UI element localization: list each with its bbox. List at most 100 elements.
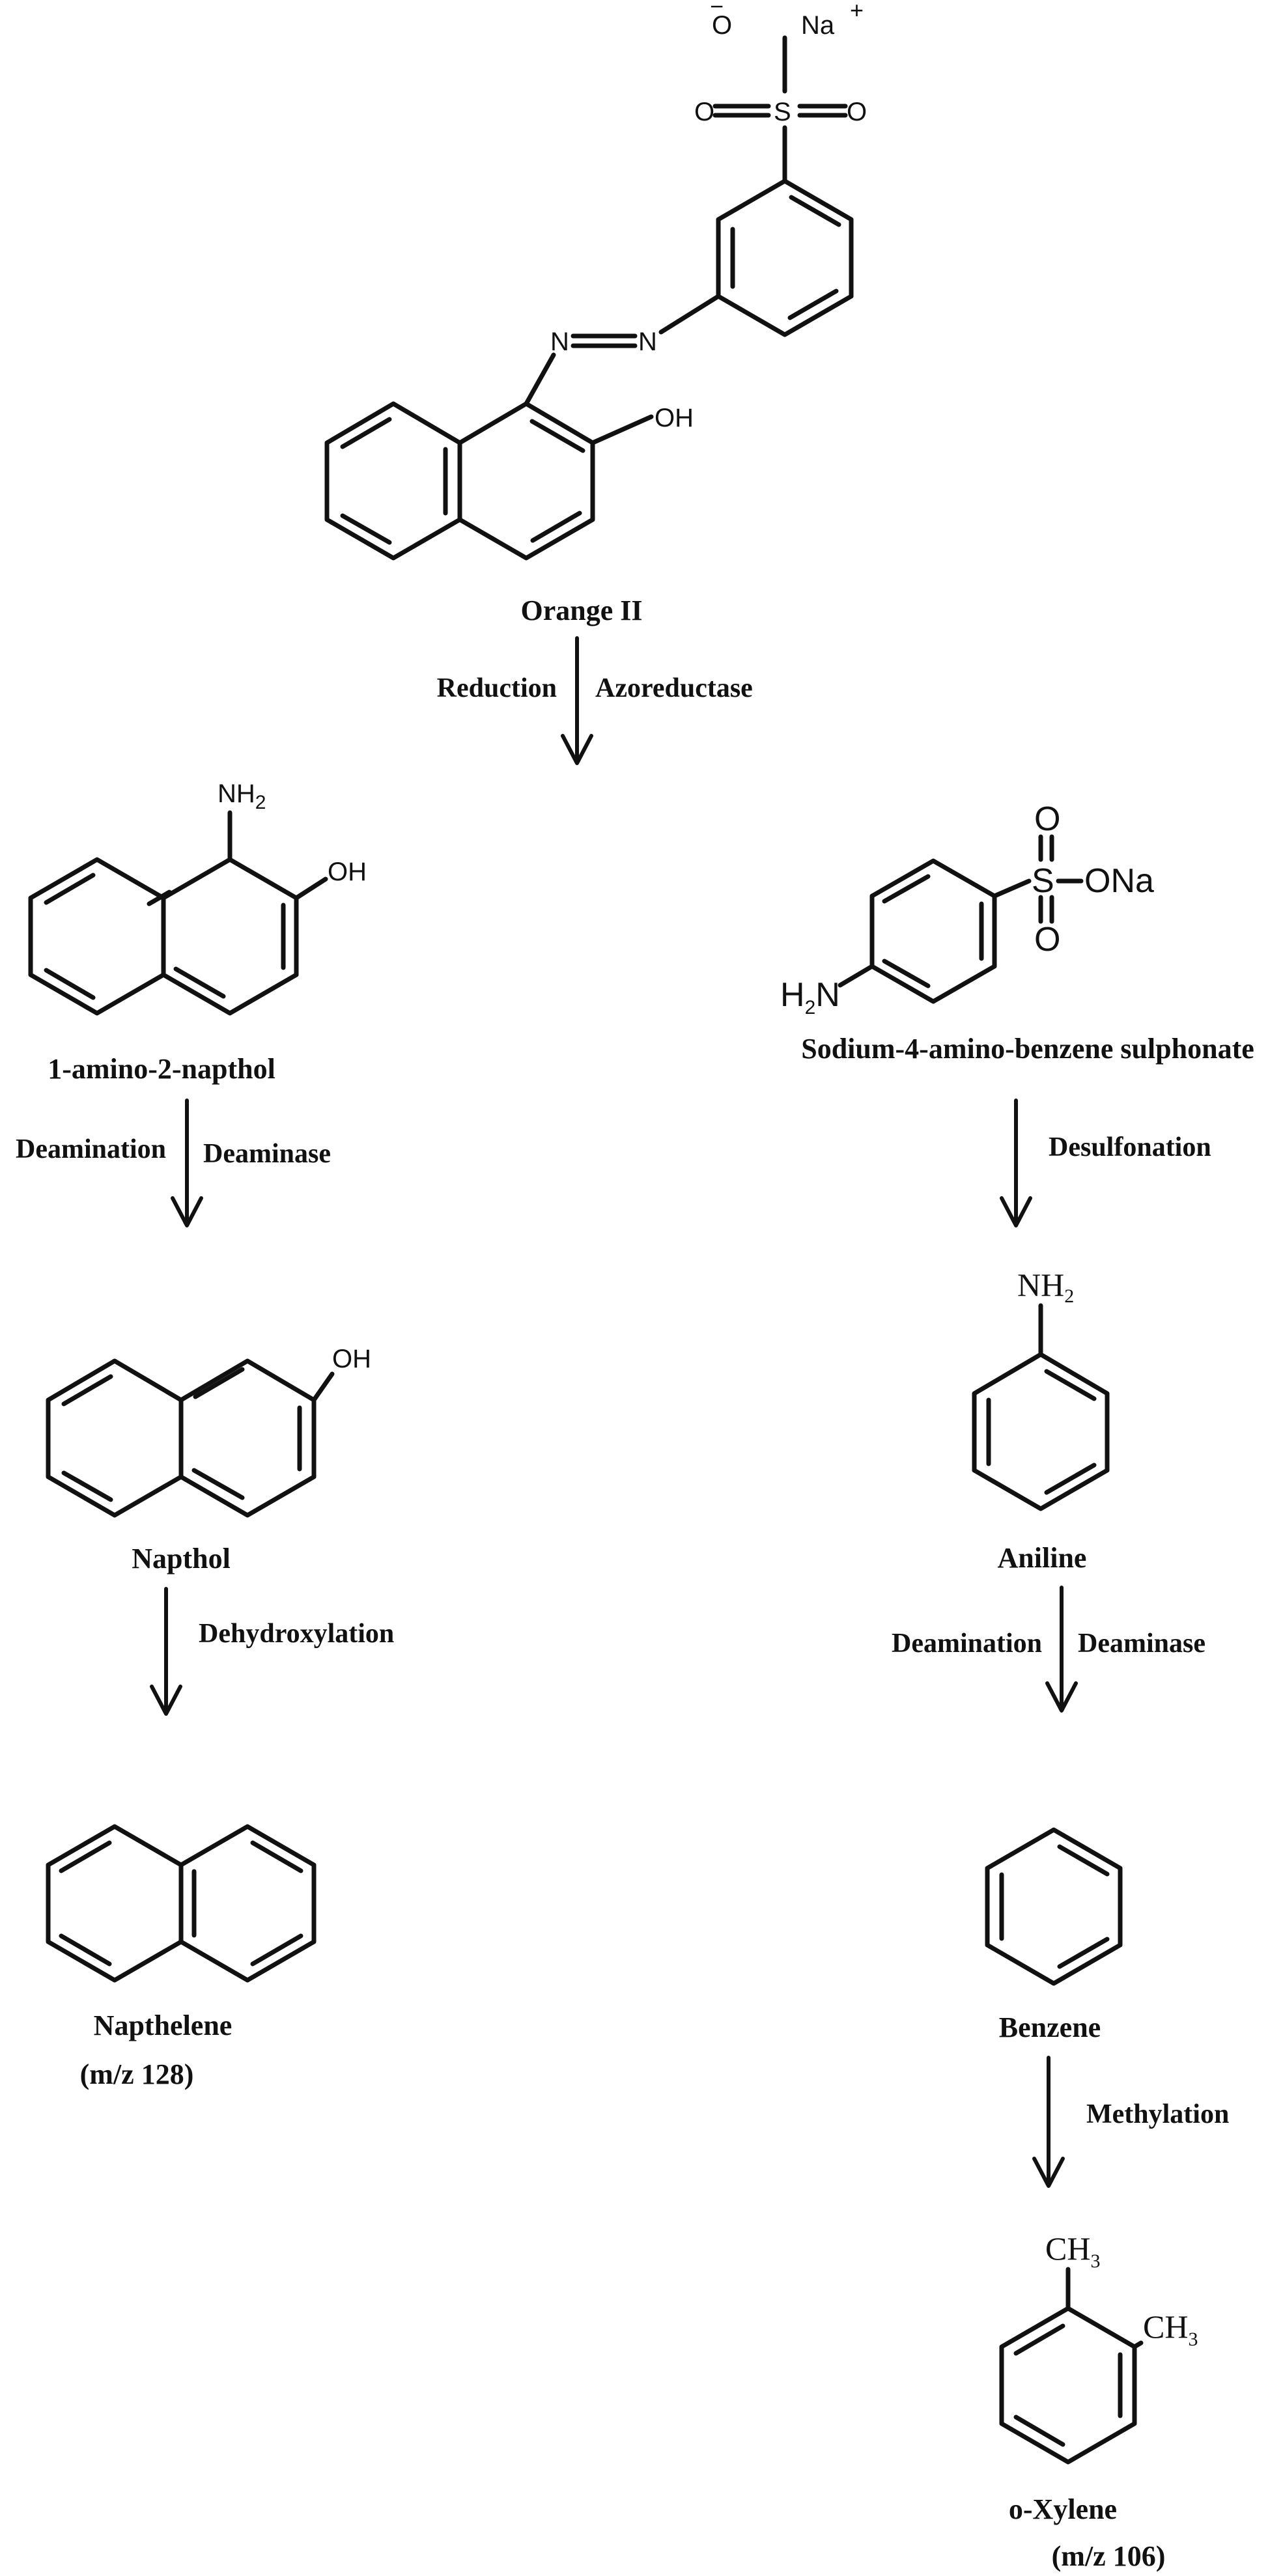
napthelene-ring-right	[178, 1824, 317, 1983]
aniline-label: Aniline	[998, 1542, 1087, 1574]
ring-double-bond	[61, 1470, 113, 1502]
desulfonation-label: Desulfonation	[1049, 1132, 1211, 1162]
reduction-arrow	[561, 636, 593, 765]
amino-naphthol-ring-left	[28, 857, 166, 1016]
ring-double-bond	[250, 1933, 303, 1967]
aniline-structure: NH2	[972, 1267, 1110, 1511]
napthelene-structure	[46, 1824, 317, 1983]
naphthol-ring-right	[457, 401, 595, 561]
deamination-right-label: Deamination	[892, 1629, 1042, 1659]
o-xylene-mz: (m/z 106)	[1052, 2540, 1166, 2572]
napthol-label: Napthol	[132, 1543, 231, 1575]
hydroxyl-group: OH	[328, 858, 367, 886]
sodium-ion: Na	[801, 11, 835, 40]
sulfonate-o-left: O	[694, 98, 714, 126]
benzene-structure	[985, 1827, 1123, 1986]
charge-plus: +	[850, 0, 864, 23]
aniline-ring	[972, 1352, 1110, 1511]
deamination-arrow-right	[1045, 1586, 1078, 1713]
methyl-group-right: CH3	[1143, 2308, 1198, 2350]
deaminase-right-label: Deaminase	[1078, 1629, 1205, 1659]
amino-group: NH2	[218, 779, 266, 813]
charge-minus: −	[710, 0, 724, 20]
ring-double-bond	[1044, 1369, 1097, 1401]
sulfonyl-ona: ONa	[1084, 862, 1154, 900]
reduction-label: Reduction	[437, 673, 557, 703]
ring-double-bond	[44, 873, 96, 905]
amino-group: H2N	[780, 976, 840, 1018]
azo-n-left: N	[550, 328, 569, 356]
napthelene-label: Napthelene	[94, 2009, 233, 2041]
o-xylene-structure: CH3 CH3	[999, 2230, 1198, 2465]
ring-double-bond	[147, 889, 172, 906]
ring-double-bond	[1013, 2415, 1065, 2447]
o-xylene-label: o-Xylene	[1009, 2493, 1117, 2525]
methylation-label: Methylation	[1086, 2099, 1229, 2129]
naphthol-ring-left	[324, 401, 462, 561]
methyl-group-top: CH3	[1045, 2230, 1100, 2272]
benzene-ring	[985, 1827, 1123, 1986]
azoreductase-label: Azoreductase	[595, 673, 753, 703]
sulfonyl-s: S	[1032, 862, 1054, 900]
dehydroxylation-label: Dehydroxylation	[199, 1619, 394, 1649]
ring-double-bond	[529, 419, 585, 453]
orange-ii-structure: O − Na + S O O N N OH	[324, 0, 867, 561]
ring-double-bond	[1057, 1937, 1110, 1969]
ring-double-bond	[789, 195, 841, 227]
ring-double-bond	[61, 1374, 113, 1407]
deamination-arrow-left	[171, 1099, 203, 1227]
napthelene-mz: (m/z 128)	[80, 2058, 194, 2090]
amino-naphthol-label: 1-amino-2-napthol	[48, 1053, 275, 1085]
ring-double-bond	[530, 511, 582, 543]
deamination-left-label: Deamination	[16, 1134, 166, 1164]
amino-naphthol-ring-right	[161, 857, 299, 1016]
ring-double-bond	[882, 874, 931, 904]
napthol-ring-right	[178, 1358, 317, 1518]
benzene-label: Benzene	[999, 2011, 1101, 2043]
ring-double-bond	[191, 1468, 245, 1500]
hydroxyl-group: OH	[332, 1345, 371, 1373]
ring-double-bond	[787, 288, 839, 320]
sulfonate-o-top: O	[712, 11, 732, 40]
ring-double-bond	[340, 417, 392, 449]
ring-s-bond	[992, 878, 1032, 899]
ring-double-bond	[193, 1367, 245, 1399]
orange-ii-label: Orange II	[521, 595, 643, 626]
o-xylene-ring	[999, 2306, 1137, 2465]
c-oh-bond	[294, 876, 328, 901]
sulphonate-structure: O S ONa O H2N	[780, 800, 1154, 1018]
napthol-structure: OH	[46, 1345, 371, 1518]
n-naphthyl-bond	[524, 352, 556, 406]
amino-group: NH2	[1017, 1267, 1074, 1307]
ring-double-bond	[882, 959, 931, 988]
ring-double-bond	[340, 513, 392, 545]
sulfonate-o-right: O	[847, 98, 867, 126]
ring-double-bond	[59, 1840, 112, 1873]
sulfur-atom: S	[774, 98, 791, 126]
dehydroxylation-arrow	[150, 1587, 182, 1716]
sulfonyl-o-bottom: O	[1034, 921, 1060, 959]
desulfonation-arrow	[1000, 1099, 1032, 1227]
ring-double-bond	[250, 1840, 303, 1873]
ring-double-bond	[1057, 1844, 1110, 1877]
ring-double-bond	[1044, 1463, 1097, 1495]
ring-n-bond	[838, 964, 875, 988]
amino-naphthol-structure: NH2 OH	[28, 779, 367, 1016]
ring-double-bond	[173, 966, 226, 999]
ring-n-bond	[658, 294, 721, 335]
napthelene-ring-left	[46, 1824, 184, 1983]
napthol-ring-left	[46, 1358, 184, 1518]
hydroxyl-group: OH	[655, 404, 694, 432]
ring-double-bond	[1013, 2323, 1065, 2356]
sulphonate-label: Sodium-4-amino-benzene sulphonate	[801, 1033, 1254, 1065]
ring-double-bond	[44, 968, 96, 1000]
azo-n-right: N	[638, 328, 657, 356]
c-oh-bond	[590, 414, 654, 445]
sulfophenyl-ring	[716, 178, 854, 337]
c-oh-bond	[311, 1371, 335, 1403]
sulfonyl-o-top: O	[1034, 800, 1060, 838]
ring-double-bond	[59, 1933, 112, 1967]
deaminase-left-label: Deaminase	[203, 1139, 331, 1169]
methylation-arrow	[1032, 2056, 1065, 2188]
